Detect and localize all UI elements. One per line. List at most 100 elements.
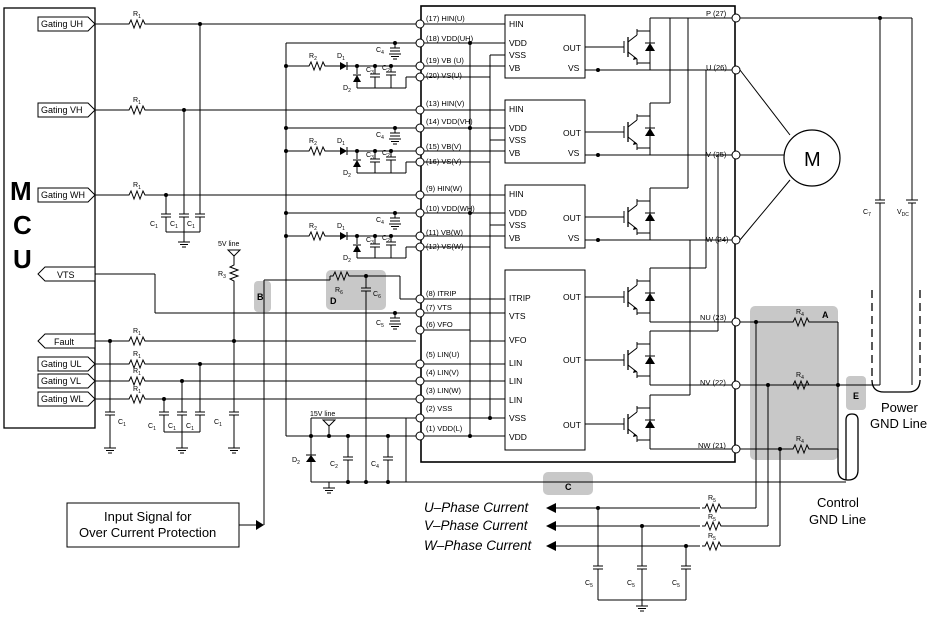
svg-text:(2) VSS: (2) VSS	[426, 404, 452, 413]
svg-text:(11) VB(W): (11) VB(W)	[426, 228, 463, 237]
output-terminals	[731, 13, 741, 454]
hs-input-wiring: R1 R1 R1 C1 C1 C1	[95, 11, 416, 248]
mcu-letter-m: M	[10, 176, 32, 206]
signal-gating-wh: Gating WH	[37, 187, 96, 203]
svg-text:C6: C6	[373, 291, 381, 300]
control-gnd-wiring: Control GND Line	[330, 413, 866, 527]
svg-text:D2: D2	[343, 85, 351, 94]
svg-text:R4: R4	[796, 436, 804, 445]
svg-text:VB: VB	[509, 233, 521, 243]
mcu-letter-u: U	[13, 244, 32, 274]
svg-text:OUT: OUT	[563, 420, 581, 430]
svg-text:LIN: LIN	[509, 376, 522, 386]
svg-text:NU (23): NU (23)	[700, 313, 727, 322]
svg-text:Gating UL: Gating UL	[41, 359, 82, 369]
svg-text:(8) ITRIP: (8) ITRIP	[426, 289, 456, 298]
region-b-label: B	[257, 292, 264, 302]
svg-text:R4: R4	[796, 309, 804, 318]
svg-text:R1: R1	[133, 328, 141, 337]
power-gnd-label-2: GND Line	[870, 416, 927, 431]
svg-text:R1: R1	[133, 182, 141, 191]
signal-gating-vh: Gating VH	[37, 102, 96, 118]
svg-text:VSS: VSS	[509, 135, 526, 145]
svg-text:VFO: VFO	[509, 335, 527, 345]
ls-driver: ITRIP VTS VFO LIN LIN LIN VSS VDD OUT OU…	[504, 269, 586, 451]
svg-text:U (26): U (26)	[706, 63, 727, 72]
15v-line-label: 15V line	[310, 411, 335, 418]
svg-text:D2: D2	[292, 457, 300, 466]
svg-text:C4: C4	[376, 47, 384, 56]
svg-text:R1: R1	[133, 97, 141, 106]
svg-text:VS: VS	[568, 63, 580, 73]
svg-text:NW (21): NW (21)	[698, 441, 726, 450]
svg-text:(19) VB (U): (19) VB (U)	[426, 56, 464, 65]
svg-text:D1: D1	[337, 138, 345, 147]
svg-text:LIN: LIN	[509, 395, 522, 405]
svg-text:R2: R2	[309, 138, 317, 147]
svg-text:(7) VTS: (7) VTS	[426, 303, 452, 312]
svg-text:NV (22): NV (22)	[700, 378, 726, 387]
svg-text:C1: C1	[186, 423, 194, 432]
svg-text:HIN: HIN	[509, 104, 524, 114]
svg-text:D1: D1	[337, 223, 345, 232]
region-d-label: D	[330, 296, 337, 306]
svg-text:Gating VL: Gating VL	[41, 376, 81, 386]
svg-text:VS: VS	[568, 148, 580, 158]
svg-text:R2: R2	[309, 53, 317, 62]
svg-text:Input Signal for: Input Signal for	[104, 509, 192, 524]
svg-text:VSS: VSS	[509, 220, 526, 230]
svg-text:(14) VDD(VH): (14) VDD(VH)	[426, 117, 473, 126]
ls-input-wiring: R1 C1 R1 R1 R1 C1 C1 C1	[95, 328, 416, 454]
v-phase-current-label: V–Phase Current	[424, 518, 529, 533]
signal-gating-wl: Gating WL	[37, 391, 96, 407]
svg-text:D2: D2	[343, 255, 351, 264]
control-gnd-label-2: GND Line	[809, 512, 866, 527]
svg-text:Fault: Fault	[54, 337, 75, 347]
svg-text:C3: C3	[366, 237, 374, 246]
svg-text:D2: D2	[343, 170, 351, 179]
svg-text:Gating VH: Gating VH	[41, 105, 83, 115]
svg-text:R2: R2	[309, 223, 317, 232]
pin-terminals	[415, 19, 425, 441]
pullup-5v: 5V line R3 C1	[214, 241, 242, 454]
svg-text:P (27): P (27)	[706, 9, 727, 18]
svg-text:R5: R5	[708, 514, 716, 523]
signal-gating-uh: Gating UH	[37, 16, 96, 32]
svg-text:(4) LIN(V): (4) LIN(V)	[426, 368, 459, 377]
bootstrap-v: R2 D1 D2 C3 C2 C4	[284, 126, 416, 179]
svg-text:C4: C4	[376, 132, 384, 141]
bootstrap-u: R2 D1 D2 C3 C2 C4	[284, 41, 416, 94]
svg-text:VTS: VTS	[57, 270, 75, 280]
mcu-letter-c: C	[13, 210, 32, 240]
dc-bus: C7 VDC	[740, 16, 918, 385]
region-d-box	[326, 270, 386, 310]
svg-text:C4: C4	[371, 461, 379, 470]
svg-text:Over Current Protection: Over Current Protection	[79, 525, 216, 540]
module-pins-right: P (27) U (26) V (25) W (24) NU (23) NV (…	[698, 9, 729, 450]
svg-text:C4: C4	[376, 217, 384, 226]
svg-text:VB: VB	[509, 63, 521, 73]
svg-text:R6: R6	[335, 287, 343, 296]
svg-text:D1: D1	[337, 53, 345, 62]
input-signal-box: Input Signal for Over Current Protection	[66, 279, 330, 548]
svg-text:(1) VDD(L): (1) VDD(L)	[426, 424, 463, 433]
svg-text:VSS: VSS	[509, 413, 526, 423]
svg-text:C1: C1	[118, 419, 126, 428]
svg-text:R4: R4	[796, 372, 804, 381]
c7-label: C7	[863, 209, 871, 218]
svg-text:(6) VFO: (6) VFO	[426, 320, 453, 329]
svg-text:(5) LIN(U): (5) LIN(U)	[426, 350, 460, 359]
svg-text:Gating UH: Gating UH	[41, 19, 83, 29]
svg-text:C5: C5	[376, 320, 384, 329]
svg-text:C2: C2	[382, 65, 390, 74]
svg-text:Gating WL: Gating WL	[41, 394, 84, 404]
svg-text:C2: C2	[382, 150, 390, 159]
w-phase-current-label: W–Phase Current	[424, 538, 533, 553]
region-e-label: E	[853, 391, 859, 401]
svg-text:HIN: HIN	[509, 19, 524, 29]
u-phase-current-label: U–Phase Current	[424, 500, 530, 515]
svg-text:C3: C3	[366, 67, 374, 76]
power-gnd-label-1: Power	[881, 400, 919, 415]
gate-wires	[585, 46, 624, 425]
svg-text:(18) VDD(UH): (18) VDD(UH)	[426, 34, 474, 43]
